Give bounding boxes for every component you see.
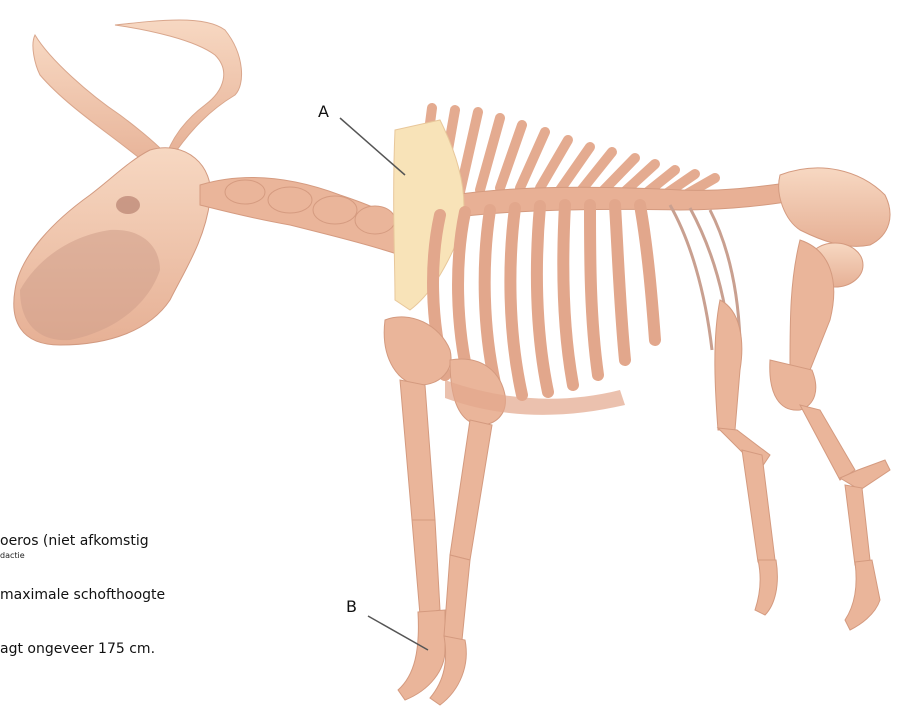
caption-line-1: oeros (niet afkomstig — [0, 532, 165, 550]
caption-line-2: maximale schofthoogte — [0, 586, 165, 604]
label-b: B — [346, 597, 357, 616]
label-a: A — [318, 102, 329, 121]
figure-caption: oeros (niet afkomstig maximale schofthoo… — [0, 496, 165, 676]
skull — [14, 148, 211, 345]
horns — [33, 20, 242, 175]
caption-line-3: agt ongeveer 175 cm. — [0, 640, 165, 658]
dorsal-spines — [420, 108, 715, 200]
neck-vertebrae — [200, 178, 410, 255]
front-legs — [384, 317, 505, 705]
image-credit: dactie — [0, 551, 25, 560]
hind-legs — [715, 240, 890, 630]
